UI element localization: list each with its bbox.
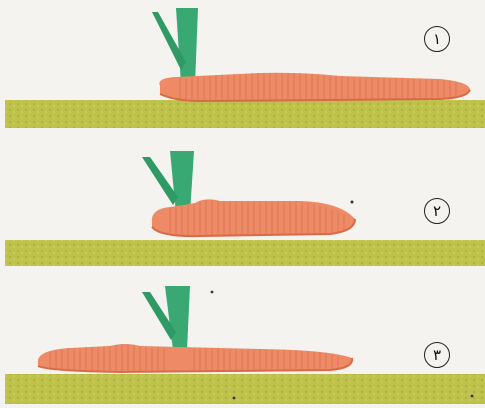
stage-2-illustration xyxy=(0,135,485,270)
earthworm xyxy=(38,344,352,372)
earthworm xyxy=(159,73,470,101)
step-number-badge: ٢ xyxy=(424,198,450,224)
plant-stem-icon xyxy=(142,286,190,350)
stage-3-panel: ٣ xyxy=(0,270,485,408)
stage-3-illustration xyxy=(0,270,485,408)
step-number-badge: ٣ xyxy=(424,342,450,368)
stage-2-panel: ٢ xyxy=(0,135,485,270)
plant-stem-icon xyxy=(152,8,198,84)
plant-stem-icon xyxy=(142,151,194,213)
stage-1-illustration xyxy=(0,0,485,135)
stage-1-panel: ١ xyxy=(0,0,485,135)
step-number-badge: ١ xyxy=(424,26,450,52)
